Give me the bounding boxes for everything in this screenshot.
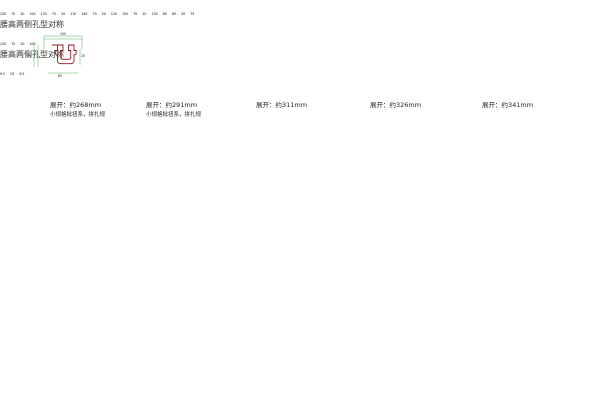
profile-1-width-label: 展开：约268mm <box>50 101 102 109</box>
dim-base-p1: 85 <box>58 74 62 78</box>
dim-right-p7: 20 <box>20 42 25 46</box>
profile-2-sub-label: 小规格批扭系，拼扎规 <box>146 112 202 118</box>
profile-4-width-label: 展开：约326mm <box>370 101 422 109</box>
dim-top-p3: 130 <box>40 12 47 16</box>
profile-2-width-label: 展开：约291mm <box>146 101 198 109</box>
profile-5-width-label: 展开：约341mm <box>482 101 534 109</box>
dim-bracket-a: 9.5 <box>0 72 6 76</box>
profile-section-3: 130 70 20 110 <box>41 0 82 19</box>
dim-top-p2: 120 <box>0 12 7 16</box>
dim-base-p7: 100 <box>29 42 36 46</box>
rail-note-left: 腰高两侧孔型对称 <box>0 20 64 29</box>
dim-right-p2: 20 <box>20 12 25 16</box>
dim-right-p1: 20 <box>81 54 85 58</box>
dim-bracket-b: 25 <box>10 72 15 76</box>
dim-base-p6: 75 <box>190 12 195 16</box>
dim-base-p3: 110 <box>70 12 77 16</box>
dim-right-p4: 20 <box>101 12 106 16</box>
dim-h-p5: 70 <box>133 12 138 16</box>
dim-h-p4: 70 <box>92 12 97 16</box>
dim-bracket-c: 9.5 <box>19 72 25 76</box>
profile-3-width-label: 展开：约311mm <box>256 101 308 109</box>
dim-right-p6: 20 <box>181 12 186 16</box>
profile-section-7: 120 70 20 100 <box>0 30 36 49</box>
dim-top-p7: 120 <box>0 42 7 46</box>
profile-section-6: 80 60 20 75 <box>163 0 195 19</box>
bracket-detail: 9.5 25 9.5 <box>0 60 24 79</box>
dim-base-p5: 130 <box>151 12 158 16</box>
dim-top-p6: 80 <box>162 12 167 16</box>
profile-section-2: 120 70 20 100 <box>0 0 41 19</box>
profile-section-1: 100 70 20 85 <box>27 32 85 78</box>
profile-section-4: 140 70 20 120 <box>81 0 122 19</box>
dim-h-p1: 70 <box>27 54 31 58</box>
dim-h-p6: 60 <box>171 12 176 16</box>
dim-h-p3: 70 <box>51 12 56 16</box>
dim-top-p1: 100 <box>60 32 66 36</box>
dim-top-p5: 150 <box>122 12 129 16</box>
dim-right-p3: 20 <box>61 12 66 16</box>
dim-base-p4: 120 <box>110 12 117 16</box>
profile-1-sub-label: 小规格批扭系，拼扎规 <box>50 112 106 118</box>
dim-right-p5: 20 <box>142 12 147 16</box>
profile-section-5: 150 70 20 130 <box>122 0 163 19</box>
dim-base-p2: 100 <box>29 12 36 16</box>
dim-top-p4: 140 <box>81 12 88 16</box>
dim-h-p2: 70 <box>11 12 16 16</box>
rail-note-right: 腰高两侧孔型对称 <box>0 50 64 59</box>
dim-h-p7: 70 <box>11 42 16 46</box>
